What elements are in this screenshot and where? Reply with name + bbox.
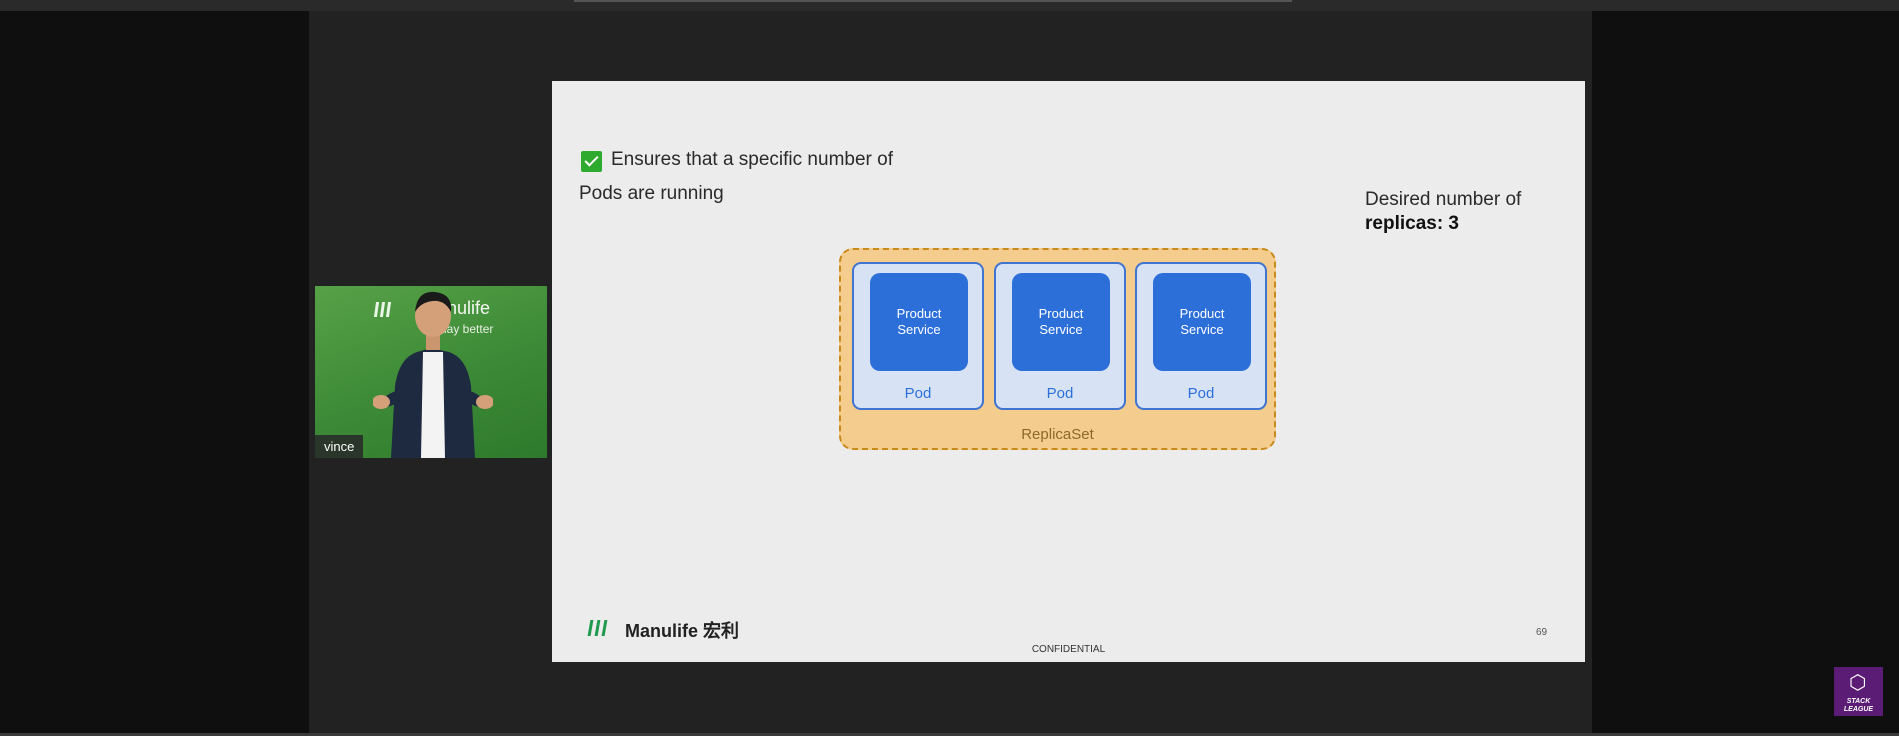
product-service-box: Product Service [1153, 273, 1251, 371]
hexagon-icon: ⬡ [1849, 672, 1867, 694]
screen-share-strip [574, 0, 1292, 2]
confidential-label: CONFIDENTIAL [1031, 644, 1106, 655]
service-label-line1: Product [1179, 306, 1225, 321]
background-tagline: day better [440, 322, 494, 336]
slide: Ensures that a specific number of Pods a… [552, 81, 1585, 662]
pod-box: Product Service Pod [1135, 262, 1267, 410]
pod-label: Pod [904, 385, 932, 402]
top-bar [0, 0, 1899, 11]
participant-video[interactable]: anulife day better [315, 286, 547, 458]
pod-label: Pod [1187, 385, 1215, 402]
service-label-line2: Service [1039, 322, 1083, 337]
service-label-line2: Service [897, 322, 941, 337]
service-label-line2: Service [1180, 322, 1224, 337]
footer-brand: Manulife 宏利 [625, 621, 740, 641]
product-service-box: Product Service [870, 273, 968, 371]
service-label-line1: Product [896, 306, 942, 321]
product-service-box: Product Service [1012, 273, 1110, 371]
presenter-figure [373, 291, 493, 458]
manulife-logo-icon [587, 620, 610, 641]
bullet-line-2: Pods are running [579, 183, 724, 204]
participant-name-tag: vince [315, 435, 364, 458]
desired-label: Desired number of [1365, 189, 1522, 210]
service-label-line1: Product [1038, 306, 1084, 321]
replicaset-label: ReplicaSet [1021, 426, 1094, 443]
bottom-bar [0, 733, 1899, 736]
pod-box: Product Service Pod [852, 262, 984, 410]
checkmark-icon [581, 151, 602, 172]
bullet-line-1: Ensures that a specific number of [611, 149, 893, 170]
desired-value: replicas: 3 [1365, 213, 1459, 234]
badge-text-line2: LEAGUE [1843, 706, 1874, 713]
page-number: 69 [1536, 627, 1548, 638]
pod-label: Pod [1046, 385, 1074, 402]
replicaset-box: Product Service Pod Product Service Pod … [839, 248, 1276, 450]
pod-box: Product Service Pod [994, 262, 1126, 410]
badge-text-line1: STACK [1846, 698, 1871, 705]
stack-league-logo: ⬡ STACK LEAGUE [1834, 667, 1883, 716]
